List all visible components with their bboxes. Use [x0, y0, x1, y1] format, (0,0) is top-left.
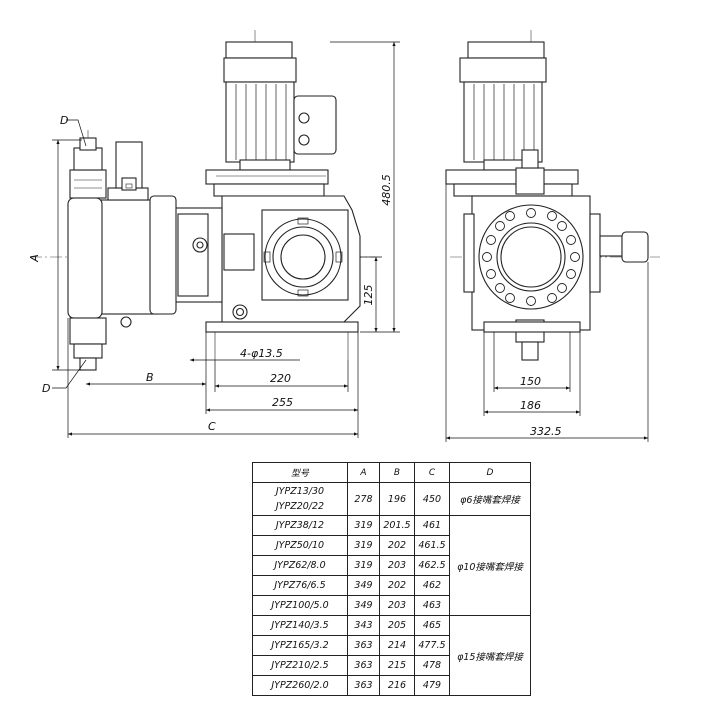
cell-model: JYPZ140/3.5: [252, 615, 348, 636]
table-header-row: 型号 A B C D: [252, 462, 531, 483]
side-view: [445, 30, 660, 361]
header-model: 型号: [252, 462, 348, 483]
cell-c: 462.5: [414, 555, 450, 576]
header-a: A: [347, 462, 380, 483]
cell-a: 363: [347, 655, 380, 676]
cell-c: 463: [414, 595, 450, 616]
table-row: JYPZ76/6.5 349 202 462: [252, 575, 531, 596]
cell-a: 319: [347, 555, 380, 576]
cell-a: 363: [347, 635, 380, 656]
cell-b: 202: [379, 535, 415, 556]
cell-c: 462: [414, 575, 450, 596]
cell-d-group: φ15接嘴套焊接: [449, 615, 531, 696]
dim-label-A: A: [28, 254, 41, 263]
cell-b: 205: [379, 615, 415, 636]
cell-model: JYPZ165/3.2: [252, 635, 348, 656]
cell-model: JYPZ38/12: [252, 515, 348, 536]
cell-b: 202: [379, 575, 415, 596]
cell-a: 278: [347, 482, 380, 516]
cell-c: 461.5: [414, 535, 450, 556]
front-dimension-labels: A D D 480.5 125 4-φ13.5 B 220 255 C: [28, 114, 393, 433]
cell-model: JYPZ260/2.0: [252, 675, 348, 696]
front-view: [30, 30, 375, 371]
dim-label-150: 150: [520, 375, 541, 388]
dim-label-186: 186: [520, 399, 541, 412]
cell-a: 349: [347, 595, 380, 616]
dim-label-332-5: 332.5: [530, 425, 562, 438]
table-row: JYPZ38/12 319 201.5 461 φ10接嘴套焊接: [252, 515, 531, 616]
cell-c: 477.5: [414, 635, 450, 656]
table-row: JYPZ140/3.5 343 205 465 φ15接嘴套焊接: [252, 615, 531, 696]
table-row: JYPZ13/30 JYPZ20/22 278 196 450 φ6接嘴套焊接: [252, 482, 531, 516]
table-row: JYPZ100/5.0 349 203 463: [252, 595, 531, 616]
cell-c: 450: [414, 482, 450, 516]
cell-a: 349: [347, 575, 380, 596]
cell-a: 363: [347, 675, 380, 696]
cell-b: 201.5: [379, 515, 415, 536]
table-row: JYPZ260/2.0 363 216 479: [252, 675, 531, 696]
cell-d-group: φ6接嘴套焊接: [449, 482, 531, 516]
cell-c: 461: [414, 515, 450, 536]
header-c: C: [414, 462, 450, 483]
table-row: JYPZ50/10 319 202 461.5: [252, 535, 531, 556]
motor: [223, 41, 337, 171]
cell-model-line: JYPZ13/30: [275, 486, 325, 497]
dim-label-255: 255: [272, 396, 293, 409]
cell-d-group: φ10接嘴套焊接: [449, 515, 531, 616]
dim-label-125: 125: [362, 285, 375, 306]
header-b: B: [379, 462, 415, 483]
dim-label-B: B: [146, 371, 154, 384]
front-dimensions: [52, 41, 400, 438]
cell-b: 214: [379, 635, 415, 656]
cell-a: 343: [347, 615, 380, 636]
cell-c: 465: [414, 615, 450, 636]
header-d: D: [449, 462, 531, 483]
cell-model: JYPZ76/6.5: [252, 575, 348, 596]
table-row: JYPZ165/3.2 363 214 477.5: [252, 635, 531, 656]
side-dimension-labels: 150 186 332.5: [520, 375, 562, 438]
cell-b: 216: [379, 675, 415, 696]
dim-label-bolt-holes: 4-φ13.5: [240, 347, 283, 360]
spec-table-container: 型号 A B C D JYPZ13/30 JYPZ20/22 278 196 4…: [252, 462, 531, 696]
cell-model: JYPZ50/10: [252, 535, 348, 556]
cell-model: JYPZ100/5.0: [252, 595, 348, 616]
cell-b: 203: [379, 555, 415, 576]
cell-a: 319: [347, 515, 380, 536]
dim-label-D-bottom: D: [42, 382, 50, 395]
cell-model: JYPZ210/2.5: [252, 655, 348, 676]
cell-model: JYPZ62/8.0: [252, 555, 348, 576]
cell-b: 196: [379, 482, 415, 516]
cell-a: 319: [347, 535, 380, 556]
dim-label-220: 220: [270, 372, 291, 385]
cell-b: 203: [379, 595, 415, 616]
cell-model-line: JYPZ20/22: [275, 501, 325, 512]
dim-label-480-5: 480.5: [380, 174, 393, 206]
table-row: JYPZ62/8.0 319 203 462.5: [252, 555, 531, 576]
spec-table: 型号 A B C D JYPZ13/30 JYPZ20/22 278 196 4…: [252, 462, 531, 696]
cell-model: JYPZ13/30 JYPZ20/22: [252, 482, 348, 516]
dim-label-D-top: D: [60, 114, 68, 127]
dim-label-C: C: [208, 420, 216, 433]
cell-b: 215: [379, 655, 415, 676]
cell-c: 479: [414, 675, 450, 696]
side-dimensions: [445, 184, 649, 442]
cell-c: 478: [414, 655, 450, 676]
